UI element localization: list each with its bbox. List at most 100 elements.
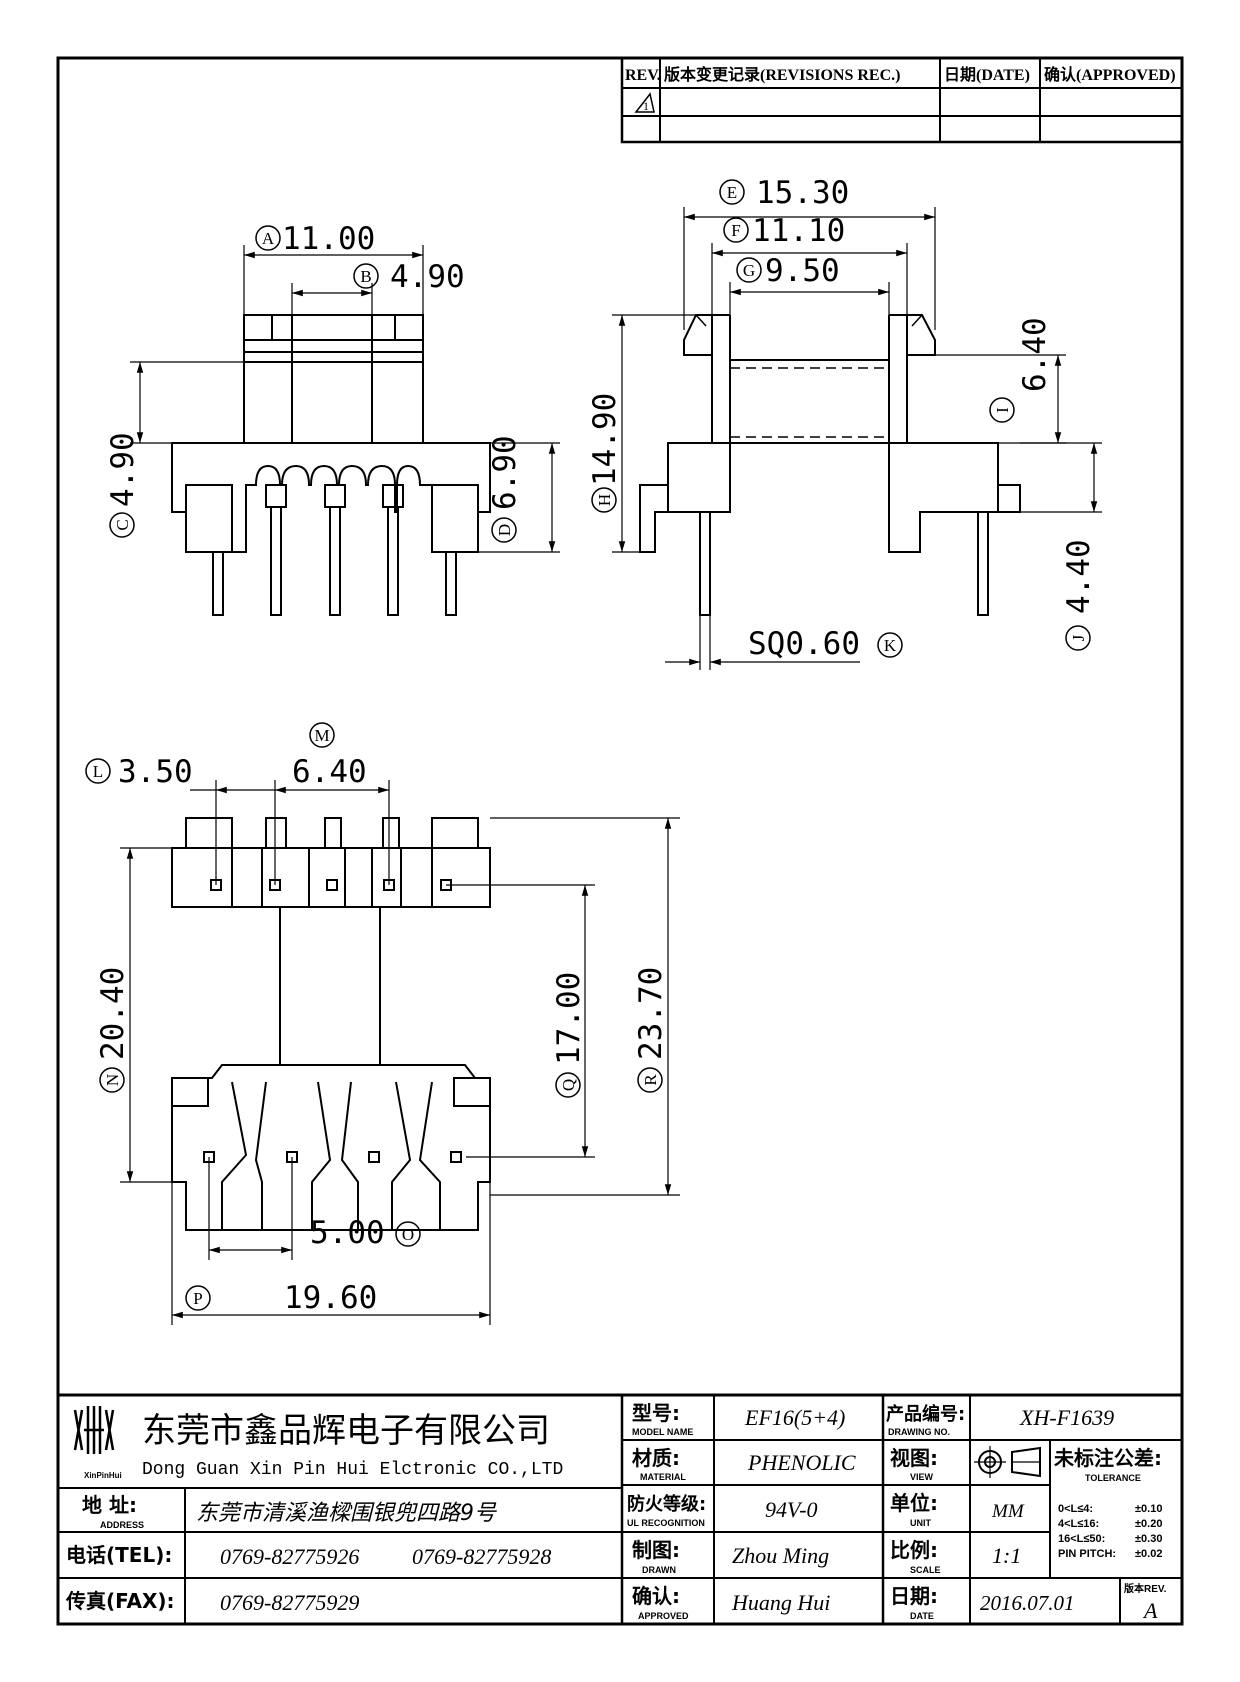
approved-label-en: APPROVED <box>638 1611 689 1621</box>
dim-o-label: 5.00 O <box>310 1215 421 1251</box>
pin-pad <box>326 879 338 891</box>
svg-text:N: N <box>103 1074 122 1086</box>
svg-text:B: B <box>360 267 371 286</box>
svg-text:11.00: 11.00 <box>282 221 375 257</box>
svg-text:6.40: 6.40 <box>292 754 367 790</box>
svg-text:4.90: 4.90 <box>390 259 465 295</box>
svg-text:H: H <box>595 494 614 506</box>
company-logo <box>73 1406 115 1454</box>
dim-i-label: I 6.40 <box>989 317 1053 423</box>
svg-text:20.40: 20.40 <box>95 967 131 1060</box>
logo-text: XinPinHui <box>84 1471 122 1480</box>
dim-h-label: H 14.90 <box>587 393 623 513</box>
tel-value-2: 0769-82775928 <box>412 1544 551 1569</box>
pin-pad <box>368 1151 380 1163</box>
svg-text:14.90: 14.90 <box>587 393 623 486</box>
pin <box>387 506 399 616</box>
tolerance-range-4: PIN PITCH: <box>1058 1548 1116 1560</box>
date-label-en: DATE <box>910 1611 934 1621</box>
pin <box>977 511 989 616</box>
dim-b-label: B 4.90 <box>353 259 465 295</box>
scale-value: 1:1 <box>992 1543 1021 1568</box>
fax-value: 0769-82775929 <box>220 1590 359 1615</box>
dim-m-label: M 6.40 <box>292 722 367 790</box>
material-label-en: MATERIAL <box>640 1472 686 1482</box>
rev-header: REV. <box>625 67 661 84</box>
company-name-cn: 东莞市鑫品辉电子有限公司 <box>142 1411 550 1451</box>
pin <box>270 506 282 616</box>
svg-text:C: C <box>113 519 132 530</box>
svg-text:5.00: 5.00 <box>310 1215 385 1251</box>
tolerance-value-2: ±0.20 <box>1135 1518 1162 1530</box>
dim-c-label: C 4.90 <box>105 432 141 538</box>
tolerance-range-1: 0<L≤4: <box>1058 1503 1093 1515</box>
date-header: 日期(DATE) <box>944 65 1030 84</box>
ul-label-en: UL RECOGNITION <box>627 1518 705 1528</box>
bottom-view <box>120 780 680 1325</box>
tolerance-label-en: TOLERANCE <box>1085 1473 1141 1483</box>
pin-pad <box>450 1151 462 1163</box>
dim-r-label: R 23.70 <box>633 967 669 1093</box>
address-label: 地 址: <box>82 1493 137 1517</box>
approved-value: Huang Hui <box>731 1590 830 1615</box>
approved-label: 确认: <box>632 1584 680 1608</box>
tolerance-range-2: 4<L≤16: <box>1058 1518 1099 1530</box>
dim-q-label: Q 17.00 <box>551 972 587 1098</box>
pin <box>212 551 224 616</box>
view-label: 视图: <box>890 1446 938 1470</box>
svg-text:19.60: 19.60 <box>284 1280 377 1316</box>
svg-text:M: M <box>314 726 329 745</box>
svg-text:L: L <box>93 762 103 781</box>
svg-text:6.40: 6.40 <box>1017 317 1053 392</box>
fax-label: 传真(FAX): <box>65 1589 175 1613</box>
dim-j-label: J 4.40 <box>1061 539 1097 651</box>
front-view <box>130 245 560 616</box>
side-view <box>612 207 1102 670</box>
pin <box>445 551 457 616</box>
approved-header: 确认(APPROVED) <box>1044 65 1176 84</box>
svg-text:SQ0.60: SQ0.60 <box>748 626 860 662</box>
scale-label-en: SCALE <box>910 1565 941 1575</box>
dim-k-label: SQ0.60 K <box>748 626 903 662</box>
dim-n-label: N 20.40 <box>95 967 131 1093</box>
dim-e-label: E 15.30 <box>719 175 849 211</box>
revision-table <box>620 56 1184 144</box>
svg-text:A: A <box>262 229 275 248</box>
date-value: 2016.07.01 <box>980 1591 1075 1615</box>
rev-label: 版本REV. <box>1124 1582 1167 1595</box>
unit-label: 单位: <box>890 1491 938 1515</box>
svg-text:I: I <box>993 407 1012 413</box>
date-label: 日期: <box>890 1584 938 1608</box>
svg-text:F: F <box>731 221 740 240</box>
material-value: PHENOLIC <box>747 1450 856 1475</box>
svg-text:G: G <box>743 261 755 280</box>
svg-text:3.50: 3.50 <box>118 754 193 790</box>
address-label-en: ADDRESS <box>100 1520 144 1530</box>
model-value: EF16(5+4) <box>744 1405 845 1430</box>
tolerance-value-3: ±0.30 <box>1135 1533 1162 1545</box>
model-label-en: MODEL NAME <box>632 1427 693 1437</box>
svg-text:17.00: 17.00 <box>551 972 587 1065</box>
svg-text:6.90: 6.90 <box>487 435 523 510</box>
svg-text:9.50: 9.50 <box>765 253 840 289</box>
tolerance-value-4: ±0.02 <box>1135 1548 1162 1560</box>
tolerance-range-3: 16<L≤50: <box>1058 1533 1105 1545</box>
title-block-grid <box>58 1393 1182 1624</box>
drawn-label-en: DRAWN <box>642 1565 676 1575</box>
dim-a-label: A 11.00 <box>255 221 375 257</box>
drawing-no-label-en: DRAWING NO. <box>888 1427 950 1437</box>
svg-text:O: O <box>402 1225 414 1244</box>
drawn-label: 制图: <box>632 1538 680 1562</box>
ul-label: 防火等级: <box>627 1493 706 1515</box>
revision-record-header: 版本变更记录(REVISIONS REC.) <box>663 65 900 84</box>
svg-text:P: P <box>193 1289 202 1308</box>
svg-text:D: D <box>495 524 514 536</box>
drawn-value: Zhou Ming <box>732 1543 829 1568</box>
pin <box>329 506 341 616</box>
tolerance-value-1: ±0.10 <box>1135 1503 1162 1515</box>
tel-value-1: 0769-82775926 <box>220 1544 359 1569</box>
revision-triangle-icon <box>634 92 655 113</box>
projection-symbol-icon <box>974 1446 1041 1478</box>
